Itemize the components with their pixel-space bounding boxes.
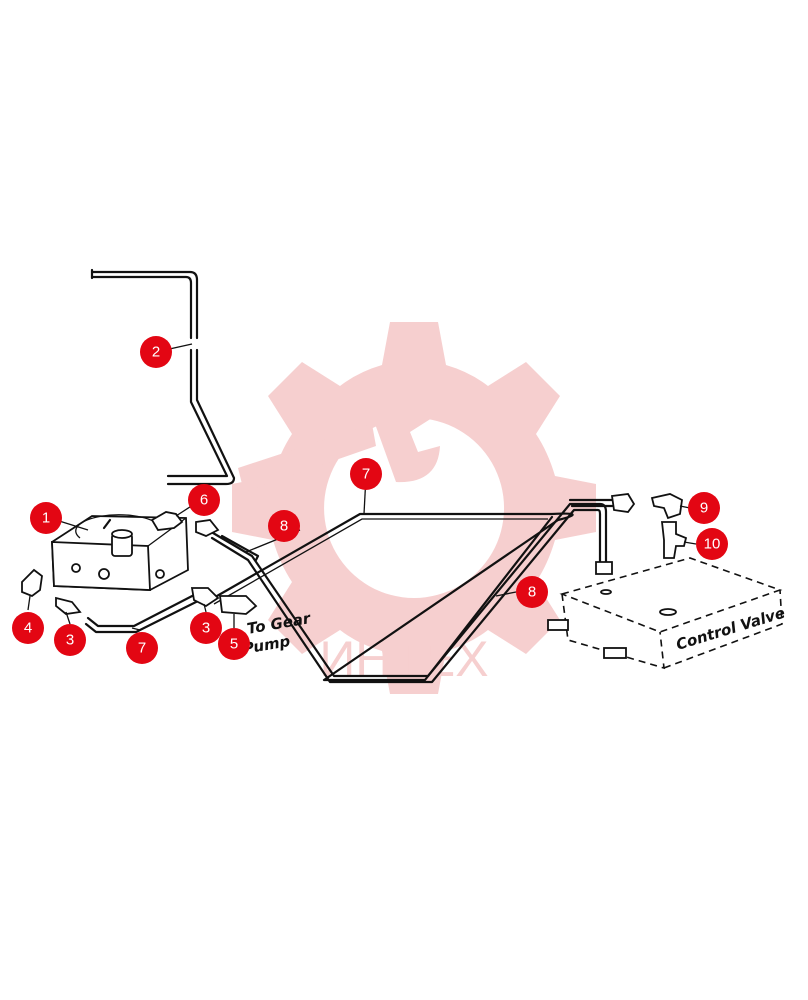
callout-7a-text: 7: [362, 466, 370, 483]
fitting-pipe-end-upper: [610, 493, 636, 513]
callout-badge-6: 6: [188, 484, 220, 516]
callout-1-text: 1: [42, 510, 50, 527]
callout-9-text: 9: [700, 500, 708, 517]
callout-badge-5: 5: [218, 628, 250, 660]
pipe-part-7-upper: [208, 512, 574, 682]
callout-7b-text: 7: [138, 640, 146, 657]
fitting-part-5: [218, 595, 258, 615]
fitting-part-4: [21, 568, 43, 598]
callout-badge-7b: 7: [126, 632, 158, 664]
callout-badge-10: 10: [696, 528, 728, 560]
fitting-part-3a: [55, 596, 82, 615]
control-valve: Control Valve: [547, 557, 787, 670]
callout-badge-2: 2: [140, 336, 172, 368]
callout-10-text: 10: [704, 536, 721, 553]
callout-badge-3a: 3: [54, 624, 86, 656]
callout-6-text: 6: [200, 492, 208, 509]
callout-3b-text: 3: [202, 620, 210, 637]
callout-badge-9: 9: [688, 492, 720, 524]
fitting-part-3b: [190, 587, 220, 608]
fitting-part-9: [650, 493, 683, 520]
callout-badge-8a: 8: [268, 510, 300, 542]
callout-4-text: 4: [24, 620, 32, 637]
pipe-part-8: [206, 498, 614, 684]
callout-2-text: 2: [152, 344, 160, 361]
callout-8b-text: 8: [528, 584, 536, 601]
callout-badge-3b: 3: [190, 612, 222, 644]
fitting-part-6: [150, 511, 184, 531]
watermark-gear-icon: [232, 322, 596, 694]
callout-badge-7a: 7: [350, 458, 382, 490]
fitting-part-10: [660, 521, 688, 559]
fitting-pipe-end-valve: [595, 561, 613, 575]
callout-3a-text: 3: [66, 632, 74, 649]
gauge-block-part-1: [51, 514, 189, 591]
watermark-text: ИНТЕХ: [319, 631, 488, 687]
watermark-wrench-icon: [238, 401, 440, 492]
callout-badge-8b: 8: [516, 576, 548, 608]
tube-part-2: [90, 268, 236, 486]
pipe-part-7-lower: [84, 592, 202, 634]
callout-badge-1: 1: [30, 502, 62, 534]
watermark-gear-logo: ИНТЕХ: [232, 322, 596, 694]
callout-8a-text: 8: [280, 518, 288, 535]
fitting-pipe-end-8: [195, 519, 220, 537]
callout-5-text: 5: [230, 636, 238, 653]
callout-badge-4: 4: [12, 612, 44, 644]
